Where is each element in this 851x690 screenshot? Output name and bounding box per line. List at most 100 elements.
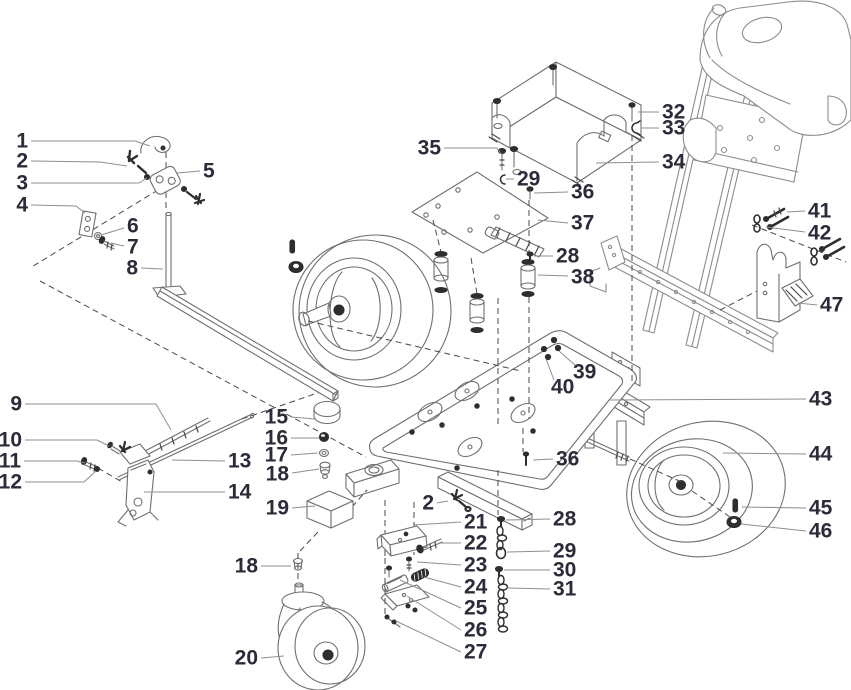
pail-shield-34 <box>488 61 645 186</box>
main-frame <box>345 330 637 531</box>
clip-33 <box>631 120 641 136</box>
chain-upper <box>496 525 508 551</box>
callout-label-28-40: 28 <box>556 245 580 268</box>
callout-leader-15-14 <box>290 416 316 420</box>
callout-label-18-31: 18 <box>235 555 259 578</box>
pin-25 <box>381 574 409 593</box>
callout-label-33-34: 33 <box>662 117 685 140</box>
bolt-30 <box>494 565 504 577</box>
chain-group <box>494 515 509 633</box>
callout-leader-41-45 <box>786 210 806 213</box>
brake-lever-14 <box>117 440 159 527</box>
callout-leader-29-28 <box>506 550 551 553</box>
callout-label-9-8: 9 <box>10 393 22 416</box>
screw-10 <box>107 441 121 455</box>
callout-label-28-27: 28 <box>553 508 577 531</box>
gun-bracket-47 <box>756 243 814 323</box>
screw-36-top <box>526 186 534 200</box>
callout-leader-12-11 <box>25 470 97 483</box>
bolt-28b <box>496 515 506 527</box>
handle-rod-group <box>80 412 255 527</box>
callout-label-22-21: 22 <box>464 532 487 555</box>
nut-16 <box>318 431 330 443</box>
callout-leader-42-46 <box>765 226 806 233</box>
callout-label-1-0: 1 <box>16 130 28 153</box>
callout-leader-31-30 <box>506 587 551 590</box>
mount-block-21 <box>376 525 428 557</box>
valve-2 <box>126 149 148 175</box>
callout-leader-46-50 <box>740 523 807 532</box>
screw-23 <box>405 556 413 572</box>
link-clip-29b <box>495 546 507 560</box>
callout-label-18-17: 18 <box>266 463 290 486</box>
callout-label-36-38: 36 <box>571 181 594 204</box>
callout-label-44-48: 44 <box>809 443 833 466</box>
callout-label-16-15: 16 <box>265 427 288 450</box>
callout-leader-40-43 <box>545 358 555 381</box>
callout-label-23-22: 23 <box>464 554 487 577</box>
washer-6 <box>93 231 103 241</box>
callout-label-42-46: 42 <box>808 222 831 245</box>
clamp-block-5 <box>149 165 181 195</box>
callout-label-40-43: 40 <box>551 376 574 399</box>
callout-label-13-12: 13 <box>228 450 251 473</box>
callout-label-21-20: 21 <box>464 511 488 534</box>
isolator-38 <box>520 258 536 298</box>
chain-31 <box>497 574 509 633</box>
callout-label-41-45: 41 <box>808 200 832 223</box>
callout-leader-35-36 <box>444 147 503 156</box>
callout-label-30-29: 30 <box>553 559 576 582</box>
callout-leader-20-32 <box>260 655 285 659</box>
callout-label-37-39: 37 <box>571 212 594 235</box>
callout-label-29-28: 29 <box>553 540 576 563</box>
isolator-b <box>469 292 485 334</box>
callout-label-25-24: 25 <box>464 597 488 620</box>
screws-41a <box>762 207 790 231</box>
plug-18 <box>319 461 331 479</box>
screw-left <box>492 97 502 119</box>
callout-label-29-37: 29 <box>517 168 540 191</box>
screw-top <box>548 63 558 86</box>
clip-42a <box>753 214 761 233</box>
callout-leader-1-0 <box>31 140 151 147</box>
callout-leader-37-39 <box>537 219 569 224</box>
callout-label-3-2: 3 <box>16 172 28 195</box>
callout-label-38-41: 38 <box>571 266 595 289</box>
callout-leader-4-3 <box>30 204 86 214</box>
nut-12 <box>93 465 101 473</box>
callout-label-8-7: 8 <box>126 257 138 280</box>
grip-clip-1 <box>140 135 171 154</box>
callout-label-4-3: 4 <box>16 194 28 217</box>
handle-hardware-group <box>78 135 339 402</box>
callout-label-19-18: 19 <box>266 497 289 520</box>
callout-leader-45-49 <box>741 506 807 509</box>
callout-label-34-35: 34 <box>662 151 686 174</box>
callout-label-26-25: 26 <box>464 619 487 642</box>
callout-leader-5-4 <box>176 170 201 174</box>
callout-leader-44-48 <box>722 452 807 455</box>
handle-pad <box>682 117 717 163</box>
threaded-rod-9 <box>139 417 211 458</box>
callout-label-6-5: 6 <box>127 215 139 238</box>
screw-22 <box>416 538 443 554</box>
callout-leader-2-19 <box>436 500 449 504</box>
clip-29-top <box>499 174 506 185</box>
callout-label-31-30: 31 <box>553 578 577 601</box>
callout-label-24-23: 24 <box>464 576 488 599</box>
sprayer-head <box>699 0 851 136</box>
callout-leader-9-8 <box>25 403 172 431</box>
cart-handle-assembly <box>589 0 851 353</box>
callout-label-2-1: 2 <box>16 150 28 173</box>
callout-leader-11-10 <box>24 460 86 464</box>
callout-leader-13-12 <box>171 459 226 462</box>
callout-leader-27-26 <box>395 620 462 653</box>
callout-label-11-10: 11 <box>0 450 21 473</box>
stem-plug-18b <box>292 557 304 565</box>
bolts-39 <box>550 336 562 352</box>
callout-leader-6-5 <box>100 227 125 236</box>
axle-pin-45 <box>732 498 739 513</box>
shield-plate-hardware <box>433 63 641 513</box>
spacer-block-19 <box>306 490 354 529</box>
bracket-47-group <box>753 207 846 323</box>
